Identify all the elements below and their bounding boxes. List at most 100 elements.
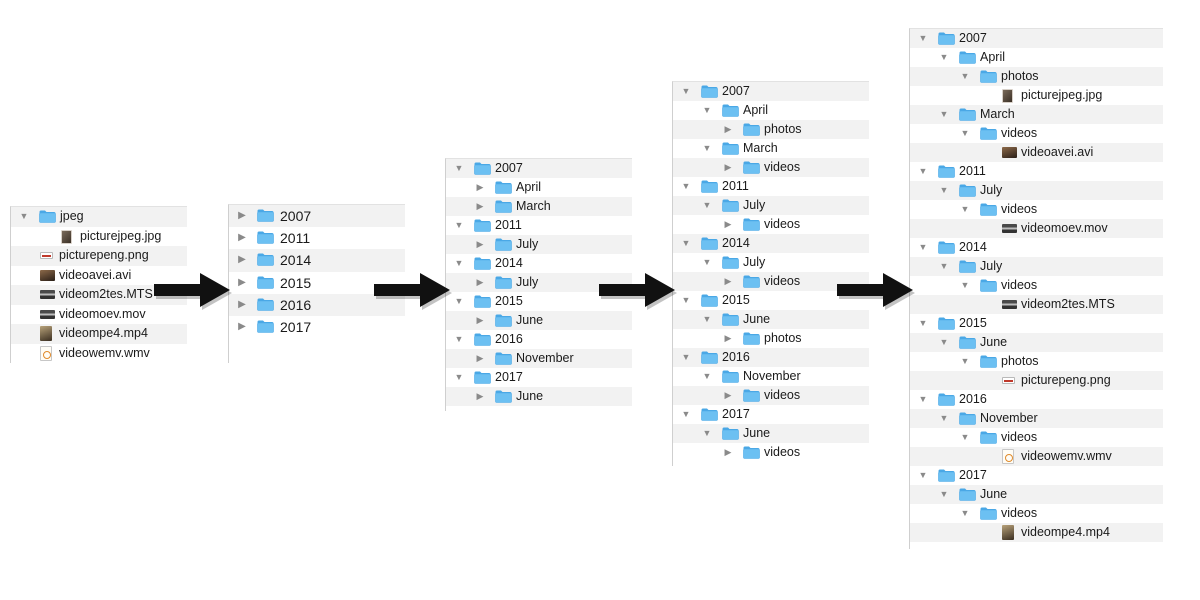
disclosure-triangle-down-icon[interactable]: ▼ bbox=[918, 33, 928, 43]
folder-row[interactable]: ▼videos bbox=[910, 504, 1163, 523]
disclosure-triangle-right-icon[interactable]: ▶ bbox=[724, 219, 732, 229]
folder-row[interactable]: ▼April bbox=[673, 101, 869, 120]
folder-row[interactable]: ▼2014 bbox=[446, 254, 632, 273]
disclosure-triangle-down-icon[interactable]: ▼ bbox=[19, 211, 29, 221]
disclosure-triangle-right-icon[interactable]: ▶ bbox=[476, 391, 484, 401]
disclosure-triangle-down-icon[interactable]: ▼ bbox=[960, 508, 970, 518]
folder-row[interactable]: ▼July bbox=[673, 253, 869, 272]
disclosure-triangle-down-icon[interactable]: ▼ bbox=[960, 356, 970, 366]
file-row[interactable]: videomoev.mov bbox=[11, 305, 187, 325]
disclosure-triangle-right-icon[interactable]: ▶ bbox=[724, 390, 732, 400]
folder-row[interactable]: ▼2015 bbox=[910, 314, 1163, 333]
file-row[interactable]: videompe4.mp4 bbox=[11, 324, 187, 344]
folder-row[interactable]: ▼2007 bbox=[910, 29, 1163, 48]
disclosure-triangle-down-icon[interactable]: ▼ bbox=[454, 372, 464, 382]
folder-row[interactable]: ▶June bbox=[446, 311, 632, 330]
folder-row[interactable]: ▼July bbox=[910, 257, 1163, 276]
disclosure-triangle-right-icon[interactable]: ▶ bbox=[238, 210, 246, 221]
disclosure-triangle-right-icon[interactable]: ▶ bbox=[238, 320, 246, 332]
disclosure-triangle-down-icon[interactable]: ▼ bbox=[960, 71, 970, 81]
disclosure-triangle-right-icon[interactable]: ▶ bbox=[476, 182, 484, 192]
folder-row[interactable]: ▼June bbox=[910, 485, 1163, 504]
folder-row[interactable]: ▶videos bbox=[673, 158, 869, 177]
folder-row[interactable]: ▶photos bbox=[673, 329, 869, 348]
folder-row[interactable]: ▼2017 bbox=[910, 466, 1163, 485]
disclosure-triangle-down-icon[interactable]: ▼ bbox=[918, 242, 928, 252]
folder-row[interactable]: ▶photos bbox=[673, 120, 869, 139]
disclosure-triangle-right-icon[interactable]: ▶ bbox=[476, 353, 484, 363]
file-row[interactable]: videoavei.avi bbox=[11, 266, 187, 286]
file-row[interactable]: videom2tes.MTS bbox=[11, 285, 187, 305]
disclosure-triangle-down-icon[interactable]: ▼ bbox=[702, 428, 712, 438]
folder-row[interactable]: ▶April bbox=[446, 178, 632, 197]
disclosure-triangle-right-icon[interactable]: ▶ bbox=[476, 315, 484, 325]
disclosure-triangle-down-icon[interactable]: ▼ bbox=[681, 295, 691, 305]
disclosure-triangle-right-icon[interactable]: ▶ bbox=[724, 276, 732, 286]
disclosure-triangle-down-icon[interactable]: ▼ bbox=[681, 409, 691, 419]
file-row[interactable]: videowemv.wmv bbox=[910, 447, 1163, 466]
folder-row[interactable]: ▶July bbox=[446, 273, 632, 292]
disclosure-triangle-down-icon[interactable]: ▼ bbox=[918, 394, 928, 404]
folder-row[interactable]: ▼November bbox=[673, 367, 869, 386]
disclosure-triangle-down-icon[interactable]: ▼ bbox=[681, 238, 691, 248]
folder-row[interactable]: ▼March bbox=[910, 105, 1163, 124]
disclosure-triangle-right-icon[interactable]: ▶ bbox=[724, 447, 732, 457]
disclosure-triangle-down-icon[interactable]: ▼ bbox=[918, 166, 928, 176]
folder-row[interactable]: ▼videos bbox=[910, 124, 1163, 143]
disclosure-triangle-down-icon[interactable]: ▼ bbox=[702, 200, 712, 210]
file-row[interactable]: picturejpeg.jpg bbox=[11, 227, 187, 247]
folder-row[interactable]: ▶June bbox=[446, 387, 632, 406]
folder-row[interactable]: ▼videos bbox=[910, 428, 1163, 447]
file-row[interactable]: videom2tes.MTS bbox=[910, 295, 1163, 314]
disclosure-triangle-down-icon[interactable]: ▼ bbox=[454, 258, 464, 268]
folder-row[interactable]: ▶videos bbox=[673, 272, 869, 291]
folder-row[interactable]: ▶July bbox=[446, 235, 632, 254]
folder-row[interactable]: ▼July bbox=[910, 181, 1163, 200]
folder-row[interactable]: ▼2007 bbox=[446, 159, 632, 178]
folder-row[interactable]: ▼2017 bbox=[673, 405, 869, 424]
folder-row[interactable]: ▼November bbox=[910, 409, 1163, 428]
file-row[interactable]: videoavei.avi bbox=[910, 143, 1163, 162]
disclosure-triangle-down-icon[interactable]: ▼ bbox=[939, 489, 949, 499]
file-row[interactable]: videompe4.mp4 bbox=[910, 523, 1163, 542]
disclosure-triangle-down-icon[interactable]: ▼ bbox=[681, 352, 691, 362]
folder-row[interactable]: ▶2007 bbox=[229, 205, 405, 228]
disclosure-triangle-right-icon[interactable]: ▶ bbox=[724, 333, 732, 343]
disclosure-triangle-down-icon[interactable]: ▼ bbox=[454, 163, 464, 173]
disclosure-triangle-down-icon[interactable]: ▼ bbox=[702, 314, 712, 324]
folder-row[interactable]: ▶2014 bbox=[229, 249, 405, 272]
folder-row[interactable]: ▼2016 bbox=[446, 330, 632, 349]
disclosure-triangle-down-icon[interactable]: ▼ bbox=[454, 334, 464, 344]
folder-row[interactable]: ▶2011 bbox=[229, 227, 405, 249]
folder-row[interactable]: ▼2016 bbox=[910, 390, 1163, 409]
disclosure-triangle-down-icon[interactable]: ▼ bbox=[939, 337, 949, 347]
folder-row[interactable]: ▼2016 bbox=[673, 348, 869, 367]
disclosure-triangle-down-icon[interactable]: ▼ bbox=[702, 105, 712, 115]
folder-row[interactable]: ▶March bbox=[446, 197, 632, 216]
disclosure-triangle-down-icon[interactable]: ▼ bbox=[681, 86, 691, 96]
folder-row[interactable]: ▼videos bbox=[910, 200, 1163, 219]
folder-row[interactable]: ▼jpeg bbox=[11, 207, 187, 227]
disclosure-triangle-down-icon[interactable]: ▼ bbox=[918, 470, 928, 480]
folder-row[interactable]: ▼photos bbox=[910, 67, 1163, 86]
disclosure-triangle-down-icon[interactable]: ▼ bbox=[960, 280, 970, 290]
disclosure-triangle-down-icon[interactable]: ▼ bbox=[702, 257, 712, 267]
file-row[interactable]: picturepeng.png bbox=[11, 246, 187, 266]
file-row[interactable]: videowemv.wmv bbox=[11, 344, 187, 364]
file-row[interactable]: picturepeng.png bbox=[910, 371, 1163, 390]
folder-row[interactable]: ▼2014 bbox=[910, 238, 1163, 257]
disclosure-triangle-down-icon[interactable]: ▼ bbox=[702, 143, 712, 153]
disclosure-triangle-right-icon[interactable]: ▶ bbox=[476, 239, 484, 249]
disclosure-triangle-down-icon[interactable]: ▼ bbox=[960, 432, 970, 442]
disclosure-triangle-right-icon[interactable]: ▶ bbox=[476, 201, 484, 211]
folder-row[interactable]: ▼March bbox=[673, 139, 869, 158]
folder-row[interactable]: ▼June bbox=[910, 333, 1163, 352]
disclosure-triangle-down-icon[interactable]: ▼ bbox=[960, 128, 970, 138]
disclosure-triangle-down-icon[interactable]: ▼ bbox=[454, 296, 464, 306]
folder-row[interactable]: ▼April bbox=[910, 48, 1163, 67]
folder-row[interactable]: ▶November bbox=[446, 349, 632, 368]
folder-row[interactable]: ▼2011 bbox=[446, 216, 632, 235]
folder-row[interactable]: ▼2017 bbox=[446, 368, 632, 387]
folder-row[interactable]: ▼2007 bbox=[673, 82, 869, 101]
file-row[interactable]: videomoev.mov bbox=[910, 219, 1163, 238]
